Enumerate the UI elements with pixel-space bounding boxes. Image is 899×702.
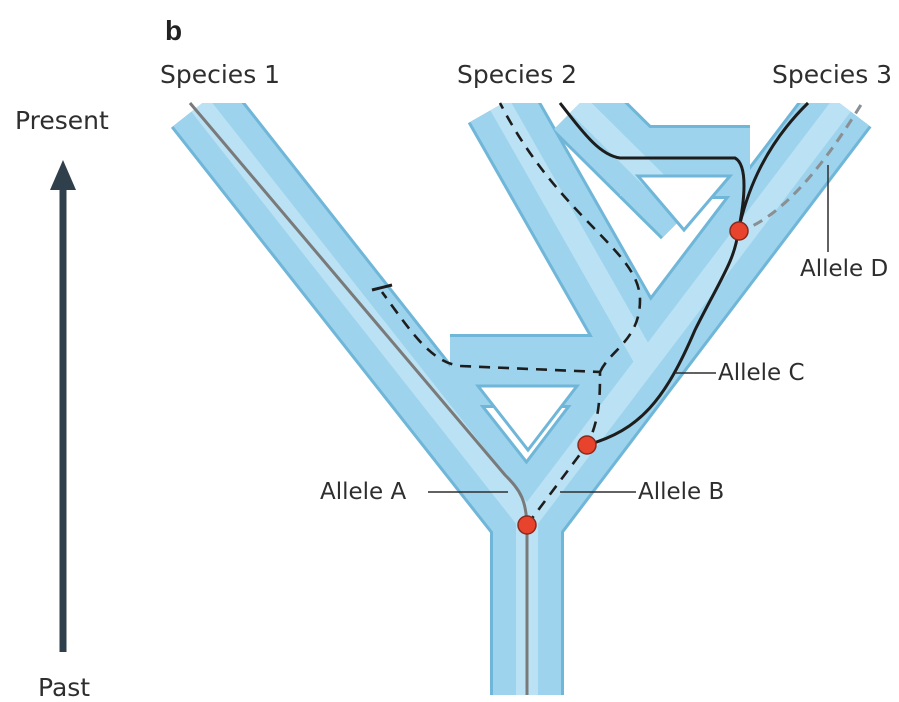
allele-d-label: Allele D	[800, 258, 888, 281]
mutation-dot	[730, 222, 748, 240]
time-arrow	[50, 160, 76, 652]
allele-a-label: Allele A	[320, 481, 406, 504]
species-3-label: Species 3	[772, 62, 892, 87]
time-past-label: Past	[38, 675, 90, 700]
allele-c-label: Allele C	[718, 362, 805, 385]
arrowhead-up-icon	[50, 160, 76, 190]
species-1-label: Species 1	[160, 62, 280, 87]
time-present-label: Present	[15, 108, 109, 133]
mutation-dot	[518, 516, 536, 534]
panel-label: b	[165, 17, 182, 45]
species-2-label: Species 2	[457, 62, 577, 87]
bottom-mask	[0, 695, 899, 701]
allele-b-label: Allele B	[638, 481, 724, 504]
mutation-dot	[578, 436, 596, 454]
top-mask	[0, 0, 899, 103]
